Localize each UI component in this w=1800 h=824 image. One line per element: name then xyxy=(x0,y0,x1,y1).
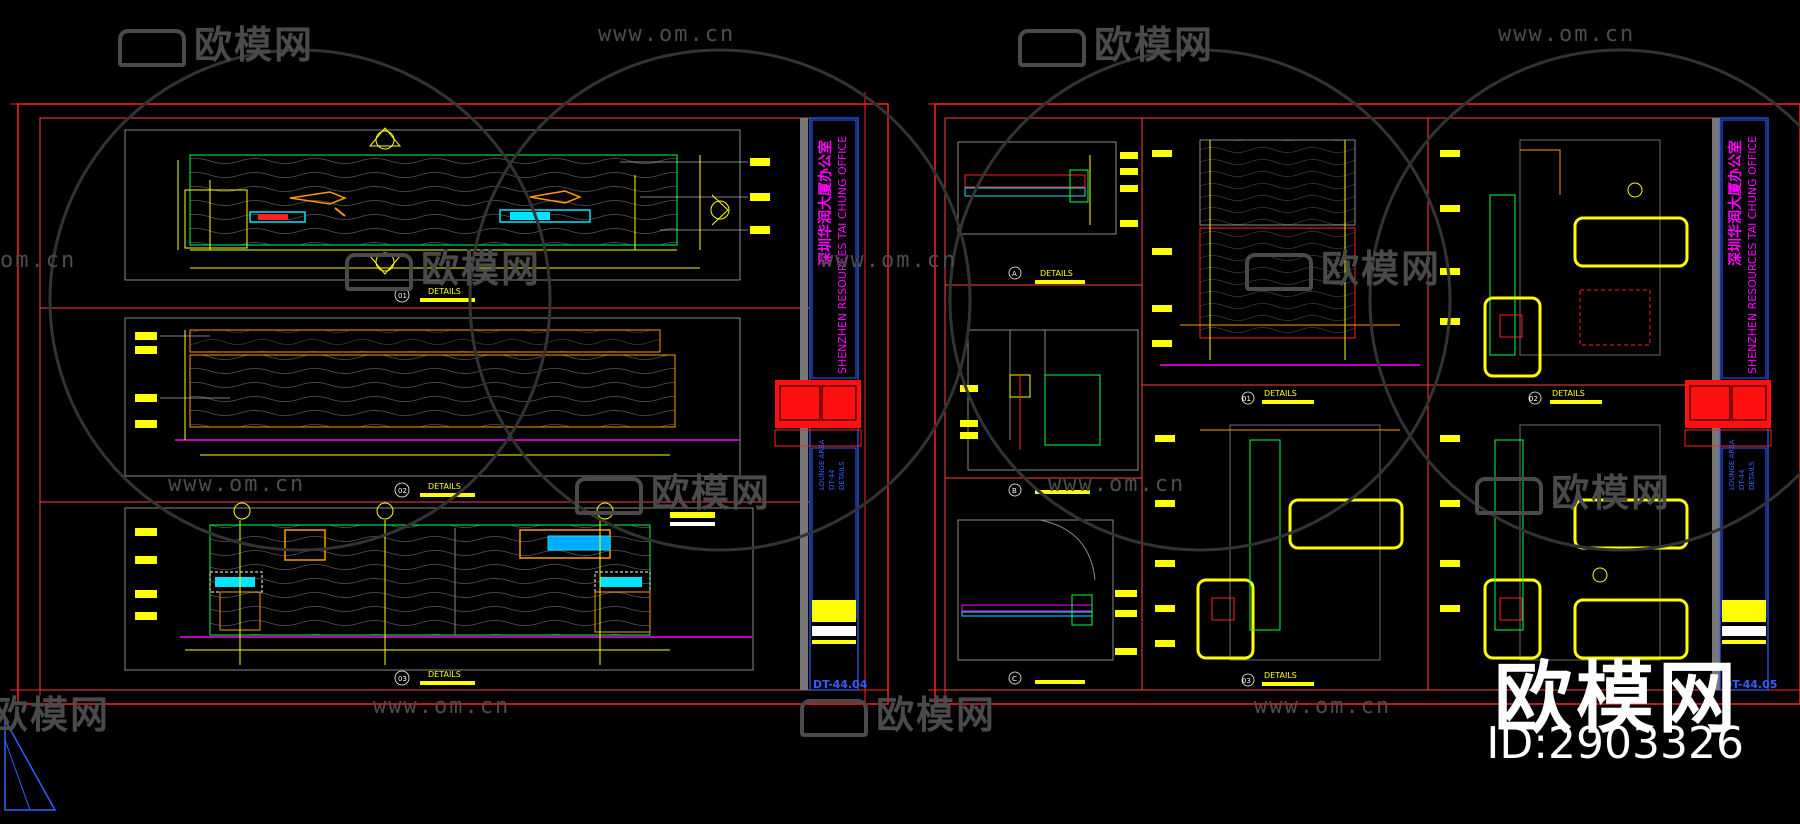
sheet-left-title-line-3: DETAILS xyxy=(838,461,846,490)
brand-logo-text: 欧模网 xyxy=(1493,654,1740,744)
detail-03-right-section: DETAILS 03 xyxy=(1155,424,1404,687)
detail-right-lower-section xyxy=(1440,424,1689,661)
detail-02r-mark: 02 xyxy=(1529,395,1538,403)
sheet-left-title-line-1: LOUNGE AREA xyxy=(818,439,826,490)
sheet-left: DETAILS 01 DETAILS 02 xyxy=(10,92,889,720)
watermark-url-8: www.om.cn xyxy=(1254,694,1392,719)
watermark-logo-2: 欧模网 xyxy=(1018,14,1214,69)
watermark-url-1: www.om.cn xyxy=(598,22,736,47)
watermark-url-4: www.om.cn xyxy=(820,248,958,273)
sofa-icon xyxy=(800,698,868,737)
watermark-logo-5: 欧模网 xyxy=(575,462,771,517)
detail-01-caption: DETAILS xyxy=(428,287,461,296)
detail-02-mark: 02 xyxy=(398,487,407,495)
detail-b-section: B xyxy=(960,329,1139,497)
sheet-left-revision-block xyxy=(774,380,862,447)
sofa-icon xyxy=(118,28,186,67)
sofa-icon xyxy=(575,476,643,515)
detail-02-elevation: DETAILS 02 xyxy=(124,317,741,498)
detail-c-section: C xyxy=(957,519,1137,685)
sheet-right-project-en: SHENZHEN RESOURCES TAI CHUNG OFFICE xyxy=(1746,136,1759,374)
watermark-logo-8: 欧模网 xyxy=(800,684,996,739)
detail-02-right-section: DETAILS 02 xyxy=(1440,139,1689,405)
sheet-right-number: DT-44.05 xyxy=(1723,678,1777,691)
sheet-left-project-en: SHENZHEN RESOURCES TAI CHUNG OFFICE xyxy=(836,136,849,374)
detail-a-mark: A xyxy=(1012,270,1017,278)
watermark-url-6: www.om.cn xyxy=(1048,472,1186,497)
detail-01-right-elevation: DETAILS 01 xyxy=(1152,139,1420,405)
detail-02r-caption: DETAILS xyxy=(1552,389,1585,398)
sheet-right-outer-frame xyxy=(934,103,1800,705)
watermark-url-5: www.om.cn xyxy=(168,472,306,497)
sheet-left-title-line-2: DT-44 xyxy=(828,469,836,490)
watermark-logo-4: 欧模网 xyxy=(1245,238,1441,293)
detail-03r-mark: 03 xyxy=(1242,677,1251,685)
detail-03r-caption: DETAILS xyxy=(1264,671,1297,680)
sheet-right-title-line-3: DETAILS xyxy=(1748,461,1756,490)
watermark-logo-6: 欧模网 xyxy=(1475,462,1671,517)
watermark-logo-1: 欧模网 xyxy=(118,14,314,69)
detail-03-mark: 03 xyxy=(398,675,407,683)
watermark-url-7: www.om.cn xyxy=(373,694,511,719)
detail-01r-caption: DETAILS xyxy=(1264,389,1297,398)
sheet-left-project-cn: 深圳华润大厦办公室 xyxy=(817,140,834,266)
sheet-left-number: DT-44.04 xyxy=(813,678,868,691)
sheet-right-project-cn: 深圳华润大厦办公室 xyxy=(1727,140,1744,266)
ucs-icon xyxy=(4,717,57,811)
watermark-logo-3: 欧模网 xyxy=(345,238,541,293)
watermark-url-3: om.cn xyxy=(0,248,77,273)
sheet-right-title-line-1: LOUNGE AREA xyxy=(1728,439,1736,490)
detail-01r-mark: 01 xyxy=(1242,395,1251,403)
detail-03-caption: DETAILS xyxy=(428,670,461,679)
watermark-url-2: www.om.cn xyxy=(1498,22,1636,47)
detail-01-mark: 01 xyxy=(398,292,407,300)
detail-c-mark: C xyxy=(1012,675,1017,683)
sofa-icon xyxy=(1245,252,1313,291)
sheet-right: A DETAILS B xyxy=(928,103,1800,705)
detail-02-caption: DETAILS xyxy=(428,482,461,491)
sofa-icon xyxy=(1475,476,1543,515)
detail-a-caption: DETAILS xyxy=(1040,269,1073,278)
detail-03-elevation: DETAILS 03 xyxy=(124,502,754,686)
watermark-circles xyxy=(48,48,1800,552)
sheet-right-title-block: 深圳华润大厦办公室 SHENZHEN RESOURCES TAI CHUNG O… xyxy=(1719,117,1777,691)
sofa-icon xyxy=(345,252,413,291)
sheet-right-title-line-2: DT-44 xyxy=(1738,469,1746,490)
sofa-icon xyxy=(1018,28,1086,67)
detail-a-section: A DETAILS xyxy=(957,141,1138,284)
detail-b-mark: B xyxy=(1012,487,1017,495)
sheet-right-revision-block xyxy=(1684,380,1772,447)
detail-01-plan: DETAILS 01 xyxy=(124,127,770,303)
image-id-label: ID:2903326 xyxy=(1486,718,1744,769)
watermark-logo-7: 欧模网 xyxy=(0,693,111,737)
